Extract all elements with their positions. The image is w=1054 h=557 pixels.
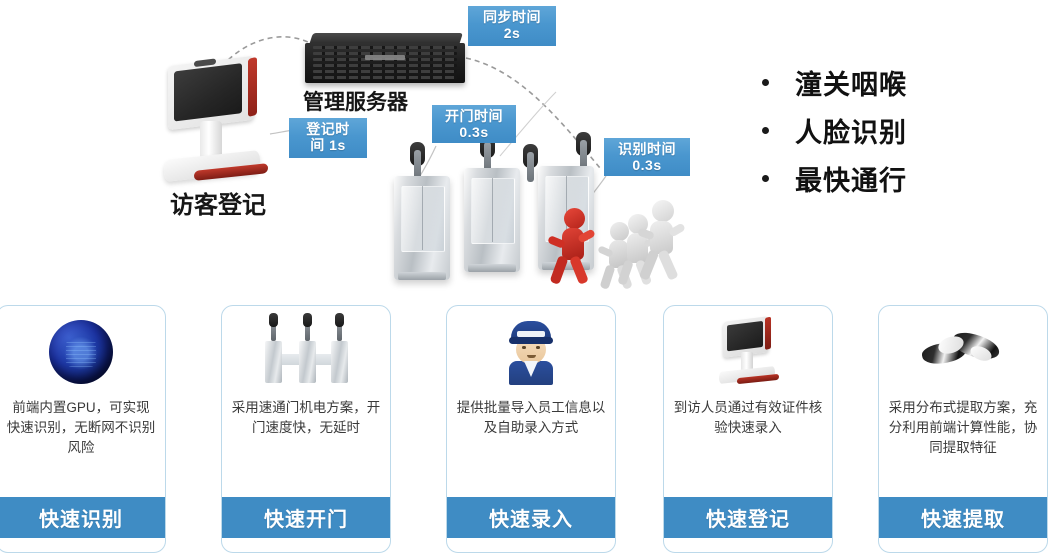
speed-gate-2 [464, 134, 524, 274]
badge-register-time-line2: 间 1s [310, 136, 346, 153]
card-description-3: 到访人员通过有效证件核验快速录入 [673, 400, 823, 435]
feature-card-fast-register[interactable]: 到访人员通过有效证件核验快速录入 快速登记 [663, 305, 833, 553]
speed-gate-3 [519, 144, 563, 272]
visitor-kiosk-illustration [158, 55, 268, 190]
gate-panel-divider [422, 186, 423, 250]
management-server-illustration [305, 33, 465, 85]
feature-card-fast-extract[interactable]: 采用分布式提取方案，充分利用前端计算性能，协同提取特征 快速提取 [878, 305, 1048, 553]
card-art [664, 306, 832, 398]
kiosk-display [174, 63, 242, 122]
card-button-0[interactable]: 快速识别 [0, 497, 165, 538]
gate-glass-panel [471, 178, 515, 244]
gate-foot [468, 264, 516, 272]
worker-avatar-icon [503, 319, 559, 385]
card-description-2: 提供批量导入员工信息以及自助录入方式 [456, 400, 606, 435]
bullet-label-2: 最快通行 [795, 165, 907, 196]
card-art [879, 306, 1047, 398]
bullet-item-1: 人脸识别 [762, 106, 1042, 154]
bullet-dot-icon [762, 174, 769, 182]
badge-sync-time: 同步时间 2s [468, 6, 556, 46]
card-button-2[interactable]: 快速录入 [447, 497, 615, 538]
bullet-label-0: 潼关咽喉 [795, 69, 907, 100]
badge-register-time-line1: 登记时 [306, 121, 350, 137]
badge-open-time: 开门时间 0.3s [432, 105, 516, 143]
feature-bullet-list: 潼关咽喉 人脸识别 最快通行 [762, 58, 1042, 202]
card-button-1[interactable]: 快速开门 [222, 497, 390, 538]
badge-recognize-time-line2: 0.3s [632, 156, 662, 173]
gate-cabinet [394, 176, 450, 280]
gate-foot [542, 262, 590, 270]
server-badge-plate [365, 55, 405, 60]
badge-sync-time-line1: 同步时间 [483, 9, 541, 25]
card-description-1: 采用速通门机电方案，开门速度快，无延时 [231, 400, 381, 435]
gate-panel-divider [566, 176, 567, 240]
badge-register-time: 登记时 间 1s [289, 118, 367, 158]
speed-gate-1 [394, 142, 454, 282]
management-server-caption: 管理服务器 [303, 91, 408, 114]
badge-recognize-time: 识别时间 0.3s [604, 138, 690, 176]
runner-figure-red [547, 208, 596, 286]
speed-gate-icon [261, 313, 351, 383]
card-art [222, 306, 390, 398]
kiosk-red-accent [248, 56, 257, 118]
feature-card-fast-enroll[interactable]: 提供批量导入员工信息以及自助录入方式 快速录入 [446, 305, 616, 553]
kiosk-stand [200, 121, 222, 159]
card-button-4[interactable]: 快速提取 [879, 497, 1047, 538]
gate-foot [398, 272, 446, 280]
card-art [0, 306, 165, 398]
badge-open-time-line2: 0.3s [459, 123, 489, 140]
card-description-0: 前端内置GPU，可实现快速识别，无断网不识别风险 [6, 400, 156, 455]
gate-reader-post [414, 150, 421, 180]
feature-card-fast-open[interactable]: 采用速通门机电方案，开门速度快，无延时 快速开门 [221, 305, 391, 553]
visitor-kiosk-icon [713, 316, 783, 387]
gate-reader-post [580, 140, 587, 170]
badge-open-time-line1: 开门时间 [445, 108, 503, 124]
feature-card-row: 前端内置GPU，可实现快速识别，无断网不识别风险 快速识别 [0, 305, 1054, 557]
gate-cabinet [464, 168, 520, 272]
gate-reader-post [484, 142, 491, 172]
gate-panel-divider [492, 178, 493, 242]
badge-sync-time-line2: 2s [503, 24, 521, 41]
bullet-item-0: 潼关咽喉 [762, 58, 1042, 106]
bullet-label-1: 人脸识别 [795, 117, 907, 148]
visitor-kiosk-caption: 访客登记 [170, 192, 266, 219]
card-art [447, 306, 615, 398]
card-description-4: 采用分布式提取方案，充分利用前端计算性能，协同提取特征 [888, 400, 1038, 455]
runner-figure-gray-3 [637, 200, 686, 282]
server-front [305, 43, 465, 83]
distributed-chip-icon [918, 325, 1008, 379]
bullet-dot-icon [762, 126, 769, 134]
card-button-3[interactable]: 快速登记 [664, 497, 832, 538]
kiosk-screen [168, 55, 257, 131]
face-scan-sphere-icon [49, 320, 113, 384]
badge-recognize-time-line1: 识别时间 [618, 141, 676, 157]
bullet-dot-icon [762, 78, 769, 86]
bullet-item-2: 最快通行 [762, 154, 1042, 202]
gate-glass-panel [401, 186, 445, 252]
feature-card-fast-recognition[interactable]: 前端内置GPU，可实现快速识别，无断网不识别风险 快速识别 [0, 305, 166, 553]
gate-reader-post [527, 152, 534, 182]
